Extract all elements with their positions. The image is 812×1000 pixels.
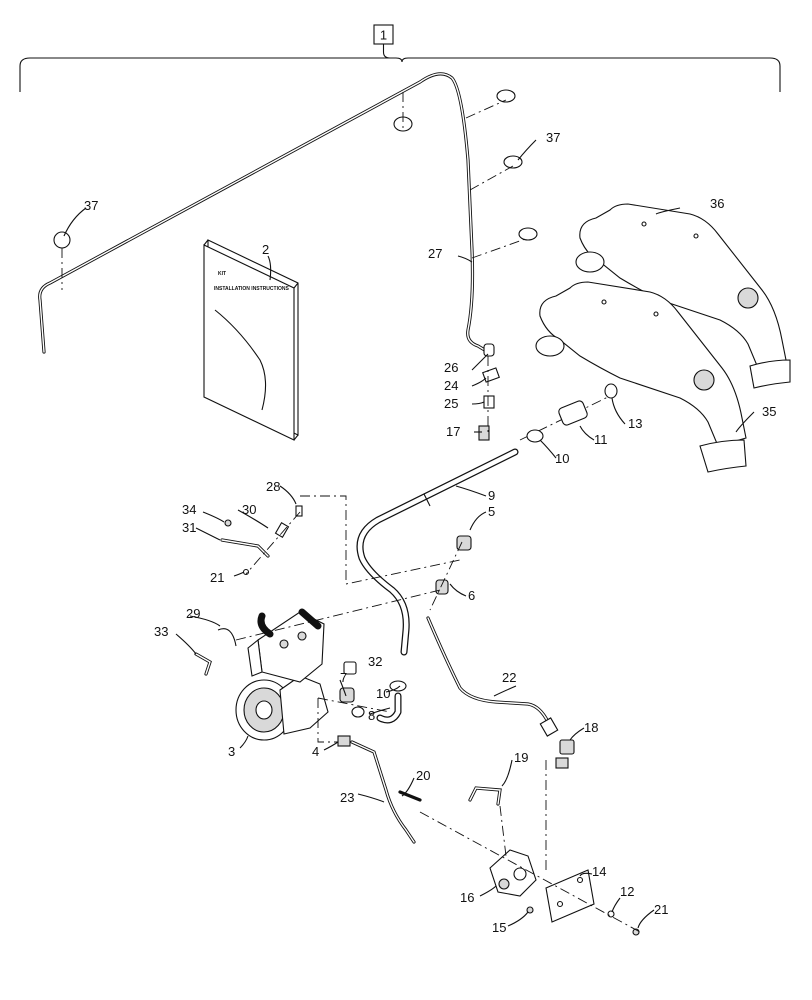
manual-subtitle: INSTALLATION INSTRUCTIONS	[214, 286, 289, 292]
callout-labels: 2 3 4 5 6 7 8 9 10 10 11 12 13 14 15 16 …	[84, 130, 776, 935]
manual-title: KIT	[218, 271, 226, 277]
callout-25: 25	[444, 396, 458, 411]
callout-37-left: 37	[84, 198, 98, 213]
left-small-parts	[194, 495, 461, 676]
callout-22: 22	[502, 670, 516, 685]
callout-16: 16	[460, 890, 474, 905]
lower-assembly	[317, 698, 641, 936]
tube-22-assembly	[426, 535, 575, 769]
callout-17: 17	[446, 424, 460, 439]
callout-32: 32	[368, 654, 382, 669]
callout-29: 29	[186, 606, 200, 621]
callout-33: 33	[154, 624, 168, 639]
callout-24: 24	[444, 378, 458, 393]
callout-15: 15	[492, 920, 506, 935]
callout-30: 30	[242, 502, 256, 517]
callout-20: 20	[416, 768, 430, 783]
cable-clamps	[53, 89, 538, 290]
callout-36: 36	[710, 196, 724, 211]
callout-34: 34	[182, 502, 196, 517]
callout-14: 14	[592, 864, 606, 879]
callout-5: 5	[488, 504, 495, 519]
air-compressor	[235, 608, 329, 741]
elbow-8	[317, 661, 407, 724]
callout-37-right: 37	[546, 130, 560, 145]
callout-4: 4	[312, 744, 319, 759]
callout-23: 23	[340, 790, 354, 805]
callout-26: 26	[444, 360, 458, 375]
callout-21-left: 21	[210, 570, 224, 585]
callout-10-lower: 10	[376, 686, 390, 701]
callout-9: 9	[488, 488, 495, 503]
callout-31: 31	[182, 520, 196, 535]
callout-18: 18	[584, 720, 598, 735]
callout-6: 6	[468, 588, 475, 603]
callout-3: 3	[228, 744, 235, 759]
callout-27: 27	[428, 246, 442, 261]
reference-bracket: 1	[19, 24, 781, 92]
callout-28: 28	[266, 479, 280, 494]
callout-35: 35	[762, 404, 776, 419]
callout-19: 19	[514, 750, 528, 765]
installation-manual: KIT INSTALLATION INSTRUCTIONS	[203, 239, 299, 441]
callout-2: 2	[262, 242, 269, 257]
air-cleaner-36	[575, 203, 791, 389]
callout-7: 7	[340, 670, 347, 685]
callout-11: 11	[594, 432, 608, 447]
callout-13: 13	[628, 416, 642, 431]
callout-12: 12	[620, 884, 634, 899]
air-cleaner-35	[535, 281, 747, 473]
callout-21-right: 21	[654, 902, 668, 917]
harness-27	[38, 72, 495, 357]
callout-8: 8	[368, 708, 375, 723]
reference-number: 1	[380, 28, 387, 43]
callout-10-upper: 10	[555, 451, 569, 466]
tube-9	[356, 448, 519, 656]
callout-leaders	[63, 139, 755, 929]
upper-fittings	[478, 356, 618, 443]
